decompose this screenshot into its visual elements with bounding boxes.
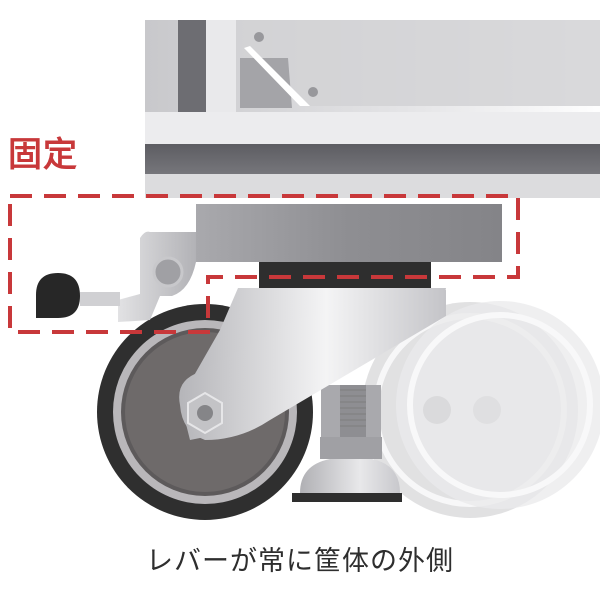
caster-mount [196,204,502,288]
lock-lever [36,231,196,322]
lock-label: 固定 [8,135,78,175]
caption: レバーが常に筐体の外側 [146,546,454,577]
leveling-foot [292,385,402,502]
lock-highlight-box [8,194,520,334]
caster-fork [179,288,446,440]
cart-frame [145,20,600,198]
ghost-wheel-positions [362,301,600,518]
